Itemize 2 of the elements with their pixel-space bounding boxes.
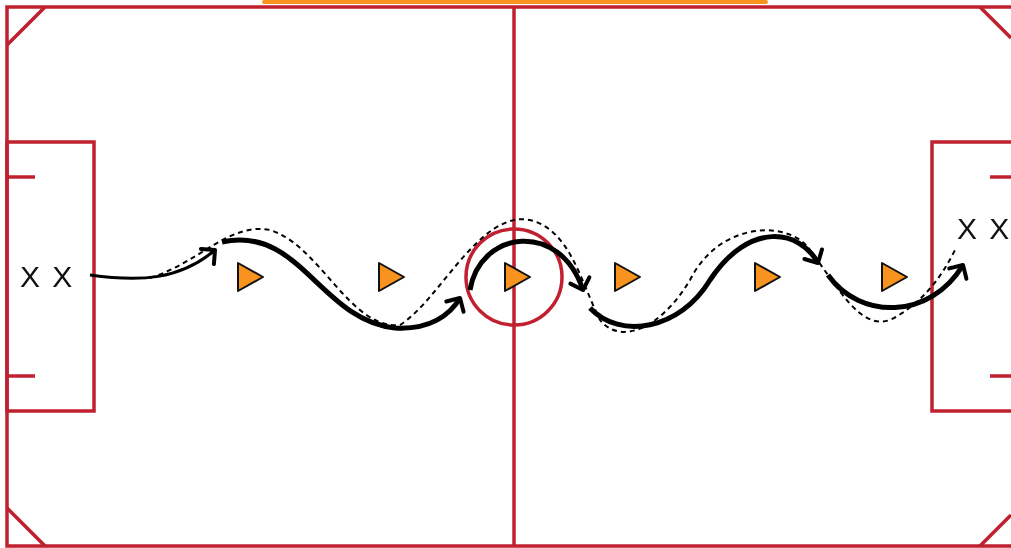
player-marks: X X (957, 214, 1011, 244)
player-marks: X X (20, 262, 75, 292)
